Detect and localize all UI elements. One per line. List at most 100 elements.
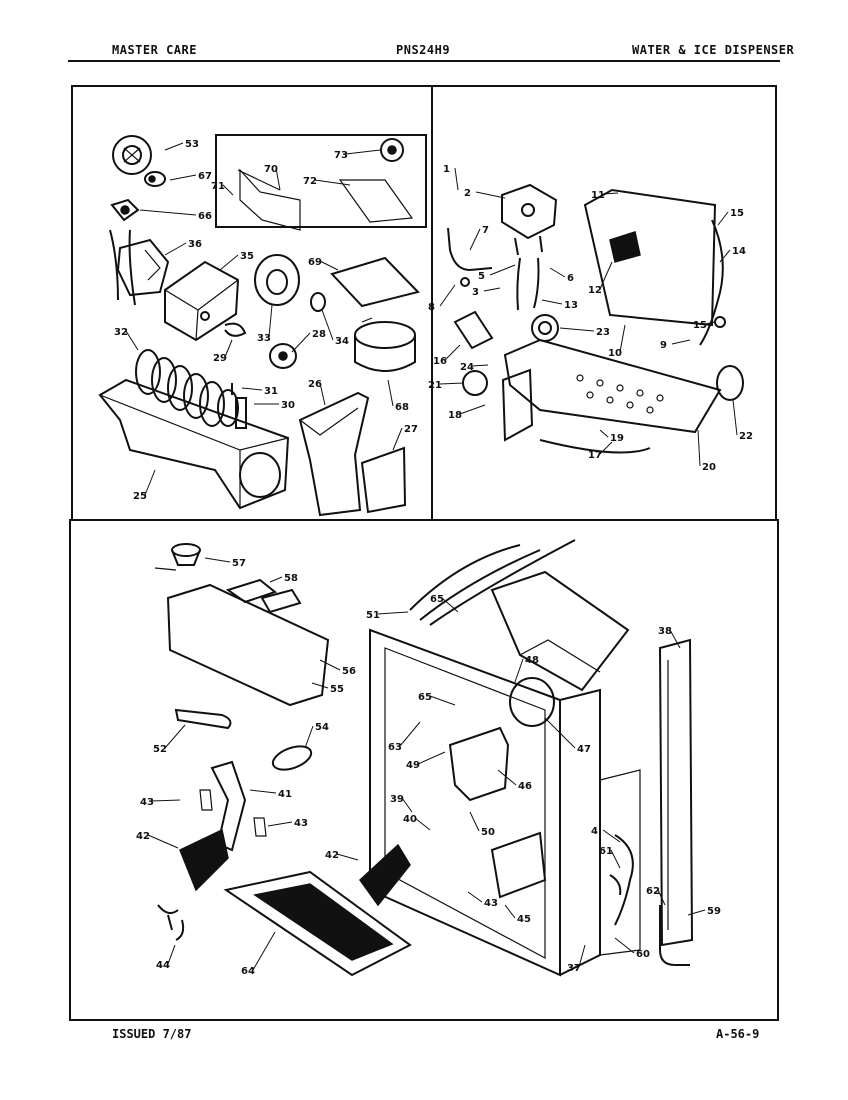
callout-label: 38 xyxy=(658,626,672,637)
callout-label: 9 xyxy=(660,340,667,351)
leader-line xyxy=(657,889,666,906)
leader-line xyxy=(345,149,381,155)
leader-line xyxy=(429,695,456,706)
callout-label: 28 xyxy=(312,329,326,340)
part-fan-housing xyxy=(354,317,416,372)
header-model-number: PNS24H9 xyxy=(396,43,451,57)
bottom-frame xyxy=(69,519,779,1021)
callout-label: 55 xyxy=(330,684,344,695)
leader-line xyxy=(619,324,626,353)
leader-line xyxy=(483,287,501,292)
part-control-housing xyxy=(462,368,534,442)
leader-line xyxy=(314,179,351,186)
leader-line xyxy=(311,682,329,689)
part-clip xyxy=(224,322,247,337)
part-fill-tube xyxy=(453,310,494,350)
leader-line xyxy=(469,228,481,251)
leader-line xyxy=(489,264,516,276)
part-thermostat xyxy=(231,383,247,429)
part-valve xyxy=(501,183,558,256)
callout-label: 18 xyxy=(448,410,462,421)
callout-label: 37 xyxy=(567,963,581,974)
callout-label: 72 xyxy=(303,176,317,187)
callout-label: 13 xyxy=(564,300,578,311)
leader-line xyxy=(147,834,179,849)
leader-line xyxy=(269,576,283,583)
callout-label: 32 xyxy=(114,327,128,338)
part-wire-bundle xyxy=(409,539,576,626)
leader-line xyxy=(414,817,431,831)
part-grille xyxy=(223,870,412,977)
part-paddle-left xyxy=(179,828,229,892)
leader-line xyxy=(704,321,716,325)
callout-label: 67 xyxy=(198,171,212,182)
leader-line xyxy=(164,242,187,256)
callout-label: 14 xyxy=(732,246,746,257)
footer-page-code: A-56-9 xyxy=(716,1027,760,1041)
callout-label: 39 xyxy=(390,794,404,805)
callout-label: 11 xyxy=(591,190,605,201)
part-ice-chute xyxy=(298,391,370,517)
part-chute-cover xyxy=(360,446,407,514)
callout-label: 50 xyxy=(481,827,495,838)
leader-line xyxy=(275,167,281,191)
callout-label: 51 xyxy=(366,610,380,621)
callout-label: 17 xyxy=(588,450,602,461)
panel-top-left xyxy=(98,134,427,517)
leader-line xyxy=(717,211,729,226)
part-water-tube xyxy=(609,834,634,926)
leader-line xyxy=(139,209,197,216)
part-ice-chute-funnel xyxy=(490,570,630,692)
leader-line xyxy=(204,557,231,563)
callout-label: 58 xyxy=(284,573,298,584)
callout-label: 71 xyxy=(211,181,225,192)
leader-line xyxy=(578,944,586,968)
leader-line xyxy=(602,192,619,195)
leader-line xyxy=(241,387,263,391)
leader-line xyxy=(319,260,339,271)
callout-label: 1 xyxy=(443,164,450,175)
leader-line xyxy=(544,717,576,749)
callout-label: 33 xyxy=(257,333,271,344)
callout-label: 52 xyxy=(153,744,167,755)
leader-line xyxy=(439,382,465,385)
leader-line xyxy=(164,142,184,151)
leader-line xyxy=(614,937,635,954)
callout-label: 63 xyxy=(388,742,402,753)
callout-label: 69 xyxy=(308,257,322,268)
callout-label: 48 xyxy=(525,655,539,666)
leader-line xyxy=(377,611,409,615)
leader-line xyxy=(399,721,421,747)
leader-line xyxy=(471,364,489,367)
leader-line xyxy=(321,309,334,341)
leader-line xyxy=(602,829,621,843)
callout-label: 65 xyxy=(430,594,444,605)
callout-label: 6 xyxy=(567,273,574,284)
callout-label: 10 xyxy=(608,348,622,359)
part-heater-wire xyxy=(539,439,651,454)
callout-label: 43 xyxy=(294,818,308,829)
callout-label: 68 xyxy=(395,402,409,413)
leader-line xyxy=(392,427,403,451)
leader-line xyxy=(387,379,394,407)
callout-label: 4 xyxy=(591,826,598,837)
part-motor xyxy=(110,198,140,222)
leader-line xyxy=(697,429,701,467)
leader-line xyxy=(169,174,197,181)
part-heater-strip xyxy=(658,638,694,947)
leader-line xyxy=(671,339,691,345)
callout-label: 46 xyxy=(518,781,532,792)
header-section-title: WATER & ICE DISPENSER xyxy=(632,43,795,57)
part-drive-gear xyxy=(269,343,297,369)
callout-label: 45 xyxy=(517,914,531,925)
callout-label: 65 xyxy=(418,692,432,703)
part-hose xyxy=(516,257,540,311)
top-frame xyxy=(71,85,777,521)
leader-line xyxy=(467,891,483,903)
part-ice-mold xyxy=(98,378,290,510)
callout-label: 15 xyxy=(693,320,707,331)
part-gear xyxy=(112,135,152,175)
callout-label: 70 xyxy=(264,164,278,175)
leader-line xyxy=(164,724,186,749)
